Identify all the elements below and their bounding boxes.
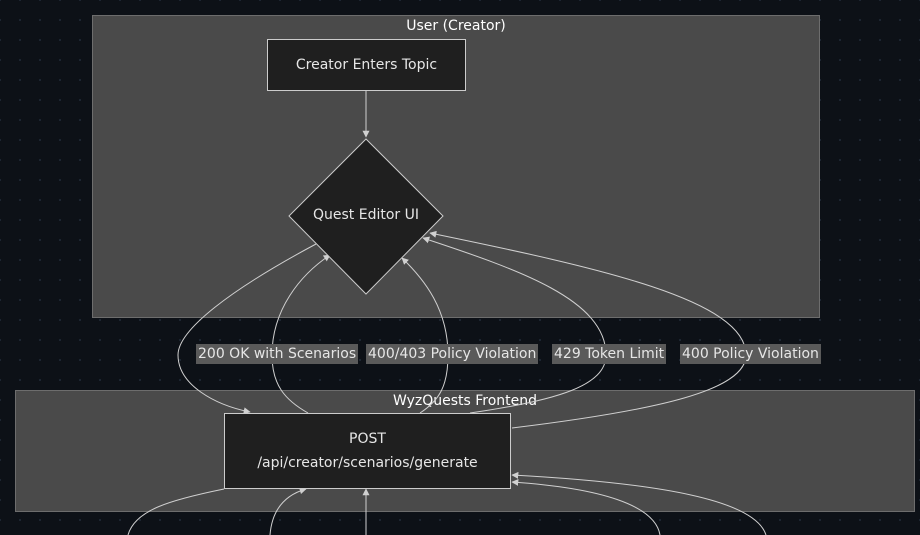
post-endpoint-label: /api/creator/scenarios/generate <box>257 455 478 471</box>
edge-label-200-ok: 200 OK with Scenarios <box>196 344 359 364</box>
edge-label-429: 429 Token Limit <box>552 344 667 364</box>
creator-enters-topic-node: Creator Enters Topic <box>267 39 466 91</box>
edge-label-400: 400 Policy Violation <box>680 344 821 364</box>
cluster-wyzquests-frontend: WyzQuests Frontend <box>15 390 915 512</box>
cluster-title-wyzquests-frontend: WyzQuests Frontend <box>392 393 538 409</box>
quest-editor-label: Quest Editor UI <box>313 207 419 223</box>
edge-429-response <box>422 236 607 414</box>
post-generate-node: POST /api/creator/scenarios/generate <box>224 413 511 489</box>
edge-400-response <box>429 230 747 429</box>
edge-editor-to-post <box>177 243 317 415</box>
edge-bottom-5 <box>511 471 767 535</box>
cluster-title-user-creator: User (Creator) <box>406 18 506 34</box>
creator-enters-topic-label: Creator Enters Topic <box>295 57 438 73</box>
edge-bottom-4 <box>511 478 661 535</box>
edge-bottom-1 <box>127 488 225 535</box>
edge-label-400-403: 400/403 Policy Violation <box>366 344 539 364</box>
quest-editor-diamond <box>288 138 444 295</box>
edge-403-response <box>401 257 449 414</box>
edge-bottom-2 <box>269 487 307 535</box>
post-method-label: POST <box>349 431 386 447</box>
edge-ok-response <box>271 254 331 414</box>
